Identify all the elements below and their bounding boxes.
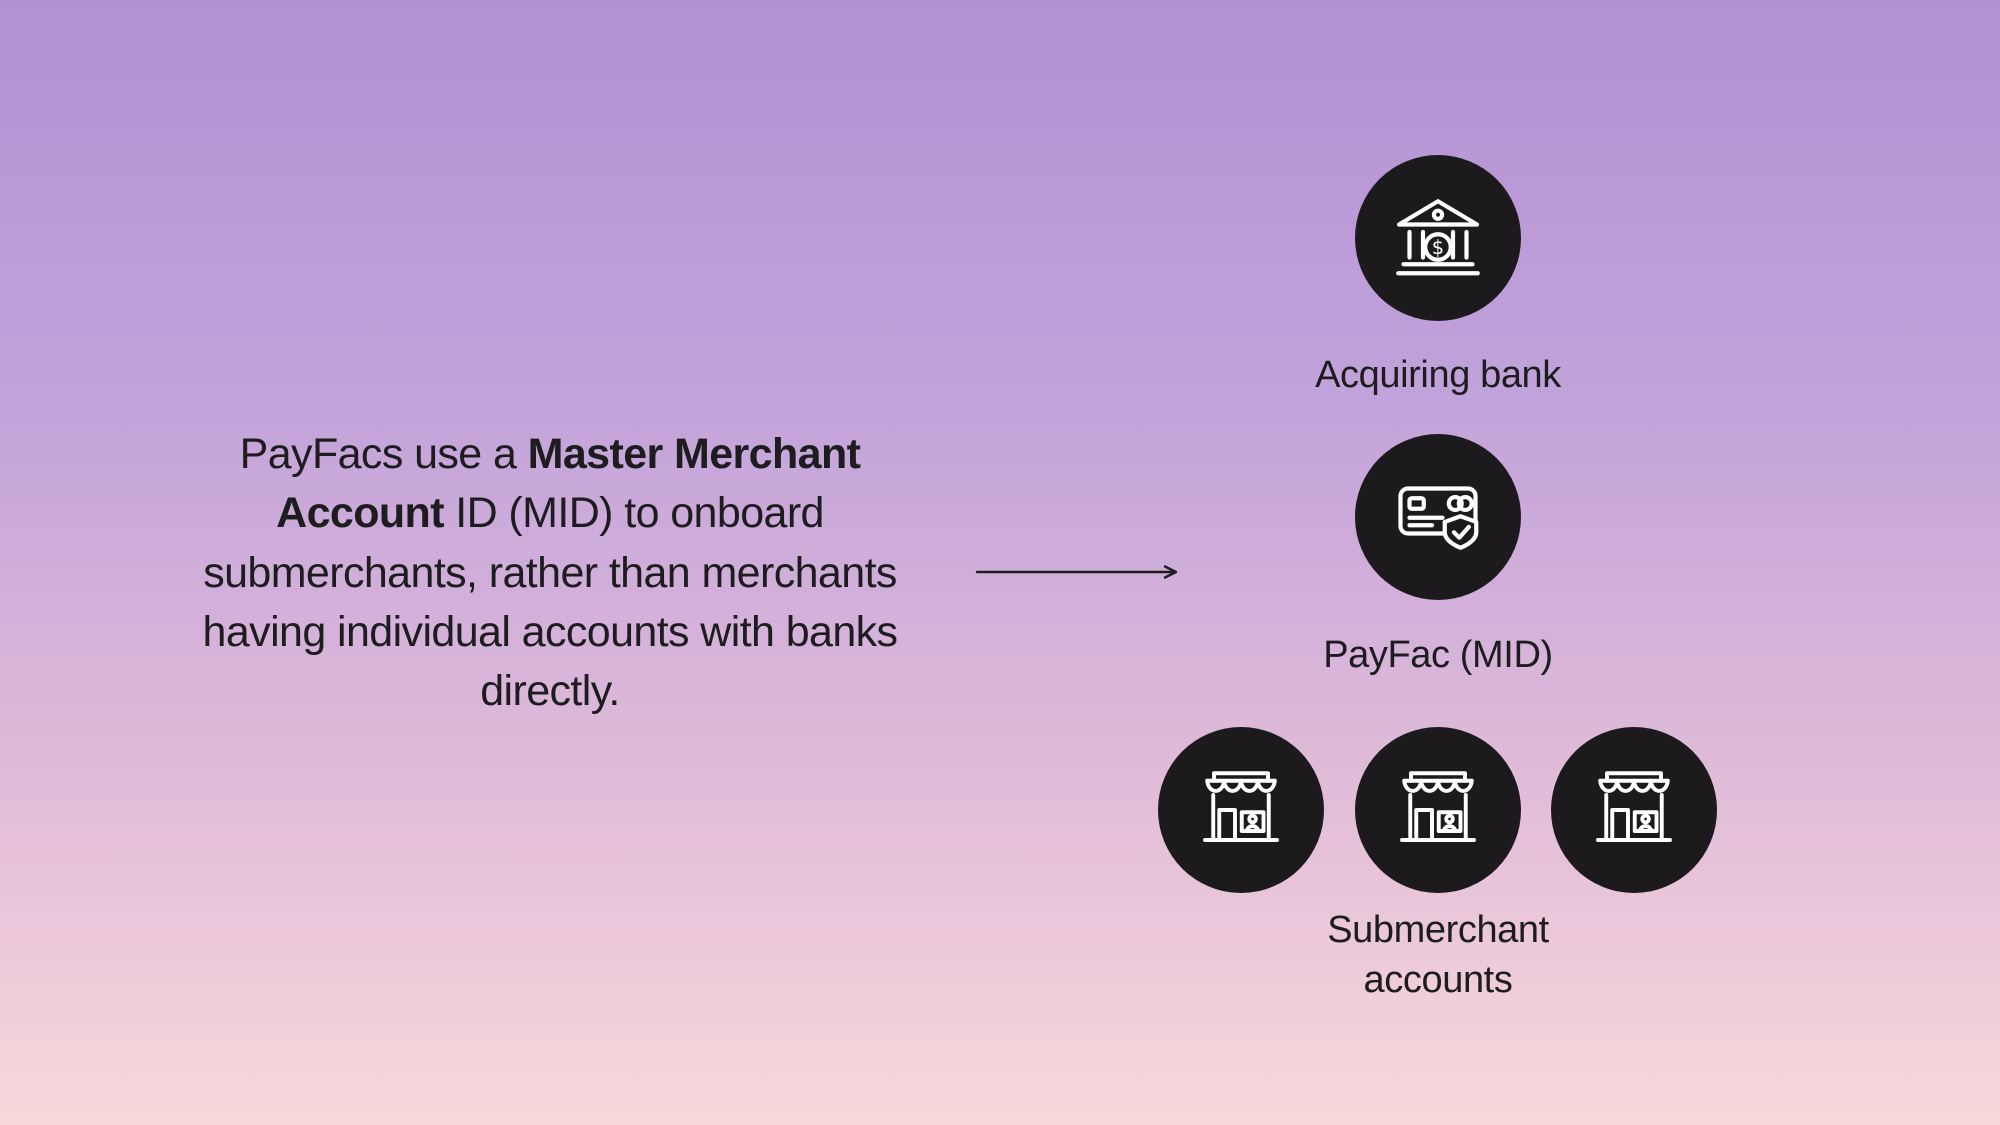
description-part1: PayFacs use a xyxy=(239,430,528,478)
bank-icon xyxy=(1390,190,1486,286)
submerchant-accounts-label: Submerchant accounts xyxy=(1327,909,1549,1002)
storefront-icon xyxy=(1193,762,1289,858)
description-text: PayFacs use a Master Merchant Account ID… xyxy=(170,425,930,722)
storefront-icon xyxy=(1586,762,1682,858)
submerchant-node-3 xyxy=(1551,727,1717,893)
description-part2: ID (MID) to onboard submerchants, rather… xyxy=(202,489,899,716)
acquiring-bank-node xyxy=(1355,155,1521,321)
description-bold: Master Merchant Account xyxy=(276,430,861,538)
payfac-label: PayFac (MID) xyxy=(1323,634,1553,676)
credit-card-shield-icon xyxy=(1390,469,1486,565)
submerchant-node-2 xyxy=(1355,727,1521,893)
arrow-right-icon xyxy=(975,565,1178,579)
payfac-node xyxy=(1355,434,1521,600)
storefront-icon xyxy=(1390,762,1486,858)
submerchant-node-1 xyxy=(1158,727,1324,893)
acquiring-bank-label: Acquiring bank xyxy=(1315,354,1561,396)
